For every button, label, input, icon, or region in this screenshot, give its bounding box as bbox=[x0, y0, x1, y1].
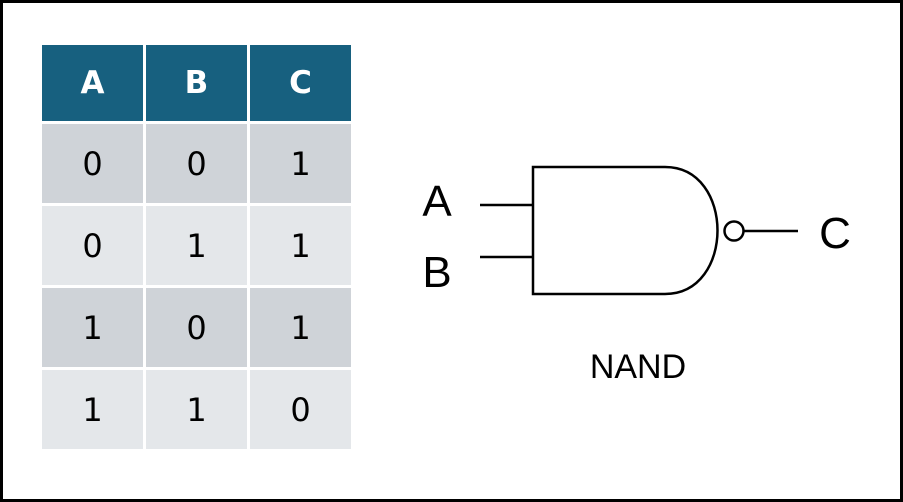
cell-b: 0 bbox=[144, 286, 250, 370]
table-row: 0 1 1 bbox=[42, 204, 351, 288]
cell-b: 1 bbox=[144, 368, 250, 449]
input-a-label: A bbox=[422, 177, 452, 226]
cell-c: 0 bbox=[248, 368, 351, 449]
table-row: 1 1 0 bbox=[42, 368, 351, 449]
cell-c: 1 bbox=[248, 204, 351, 288]
cell-a: 1 bbox=[42, 368, 146, 449]
output-c-label: C bbox=[819, 209, 851, 258]
input-b-label: B bbox=[422, 248, 451, 297]
nand-gate-body bbox=[531, 165, 719, 296]
gate-name-label: NAND bbox=[590, 348, 686, 386]
inversion-bubble bbox=[723, 220, 745, 242]
column-header-b: B bbox=[144, 45, 250, 124]
cell-b: 0 bbox=[144, 122, 250, 206]
truth-table-header-row: A B C bbox=[42, 45, 351, 124]
cell-a: 1 bbox=[42, 286, 146, 370]
column-header-a: A bbox=[42, 45, 146, 124]
cell-c: 1 bbox=[248, 122, 351, 206]
cell-a: 0 bbox=[42, 122, 146, 206]
table-row: 1 0 1 bbox=[42, 286, 351, 370]
cell-c: 1 bbox=[248, 286, 351, 370]
cell-b: 1 bbox=[144, 204, 250, 288]
cell-a: 0 bbox=[42, 204, 146, 288]
column-header-c: C bbox=[248, 45, 351, 124]
table-row: 0 0 1 bbox=[42, 122, 351, 206]
truth-table: A B C 0 0 1 0 1 1 1 0 1 1 1 0 bbox=[42, 45, 351, 449]
